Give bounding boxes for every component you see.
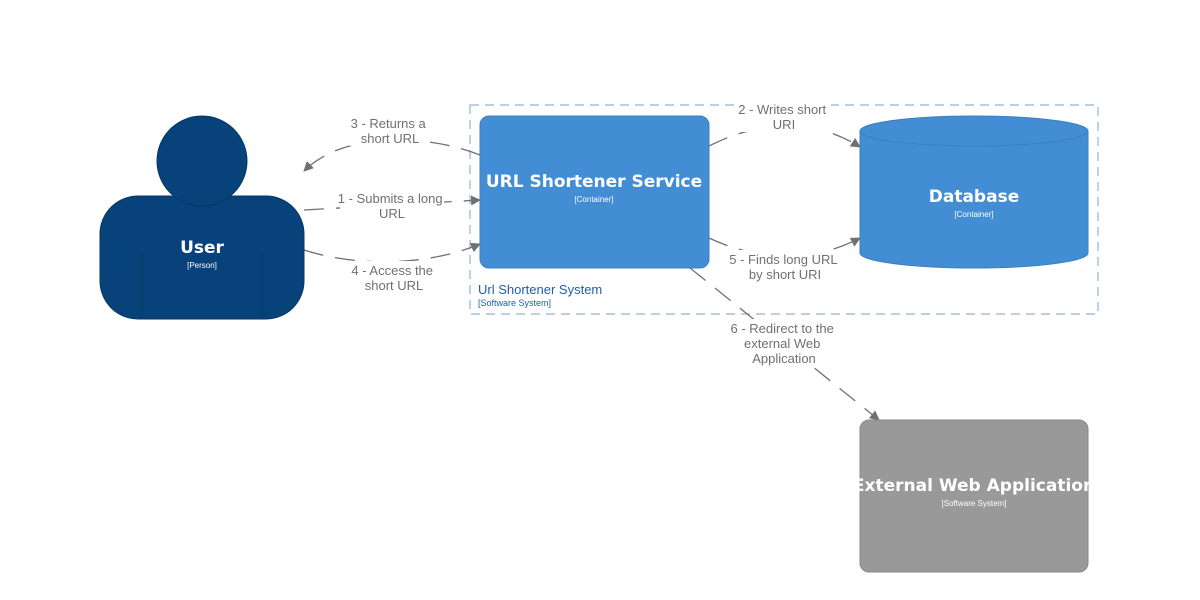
- database-cylinder-body: [859, 131, 1089, 269]
- relationship-label-1: 1 - Submits a long URL: [338, 191, 446, 221]
- relationship-line-6: [689, 267, 880, 421]
- database-cylinder-top: [859, 115, 1089, 147]
- service-title: URL Shortener Service: [486, 172, 702, 192]
- person-head: [156, 115, 248, 207]
- relationship-label-4: 4 - Access the short URL: [351, 263, 436, 293]
- user-title: User: [180, 238, 224, 258]
- external-subtitle: [Software System]: [942, 499, 1007, 508]
- database-subtitle: [Container]: [954, 210, 993, 219]
- database-container[interactable]: Database [Container]: [859, 115, 1089, 269]
- service-subtitle: [Container]: [574, 195, 613, 204]
- boundary-title: Url Shortener System: [478, 282, 602, 297]
- relationship-line-3: [303, 139, 481, 172]
- relationship-label-5: 5 - Finds long URL by short URI: [729, 252, 841, 282]
- relationship-label-3: 3 - Returns a short URL: [351, 116, 430, 146]
- user-person[interactable]: User [Person]: [99, 115, 305, 320]
- relationship-labels: 1 - Submits a long URL 3 - Returns a sho…: [338, 100, 842, 366]
- user-subtitle: [Person]: [187, 261, 217, 270]
- relationship-line-4: [303, 242, 481, 263]
- database-title: Database: [929, 187, 1019, 207]
- external-title: External Web Application: [853, 476, 1095, 496]
- external-web-application[interactable]: External Web Application [Software Syste…: [853, 419, 1095, 573]
- system-boundary: Url Shortener System [Software System]: [469, 104, 1099, 315]
- relationship-label-6: 6 - Redirect to the external Web Applica…: [731, 321, 838, 366]
- url-shortener-service[interactable]: URL Shortener Service [Container]: [479, 115, 710, 269]
- relationship-label-2: 2 - Writes short URI: [738, 102, 830, 132]
- relationship-line-1: [303, 195, 481, 211]
- boundary-subtitle: [Software System]: [478, 298, 551, 308]
